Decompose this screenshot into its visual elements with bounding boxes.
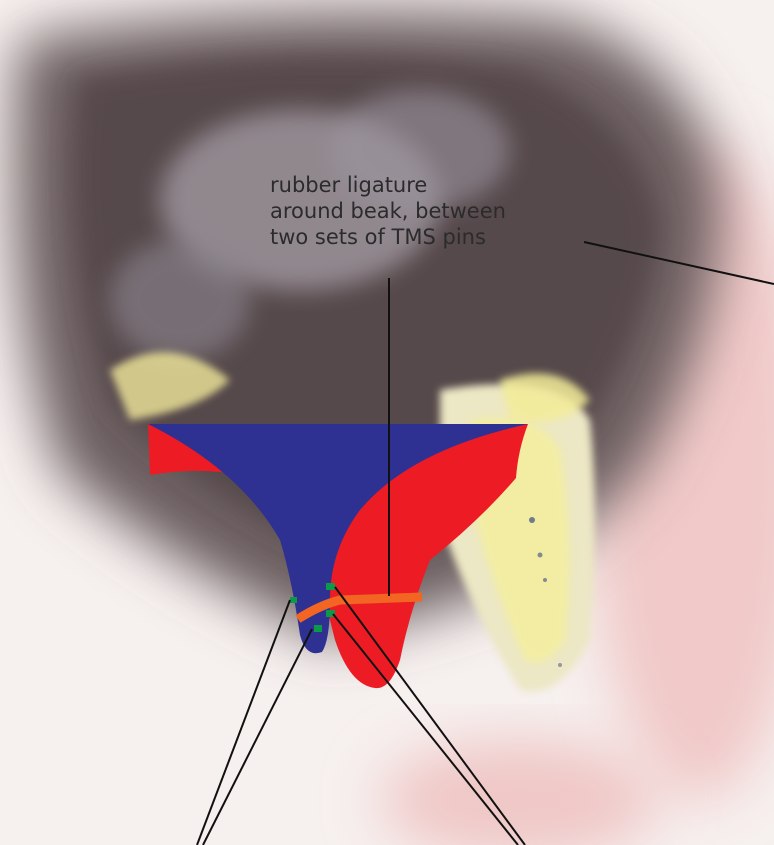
ligature-annotation: rubber ligature around beak, between two… xyxy=(270,172,590,250)
annotation-line-1: rubber ligature xyxy=(270,172,590,198)
tms-pin-marker xyxy=(290,597,297,603)
annotation-line-3: two sets of TMS pins xyxy=(270,224,590,250)
tms-pin-marker xyxy=(314,625,322,632)
tms-pin-marker xyxy=(326,583,335,590)
annotation-line-2: around beak, between xyxy=(270,198,590,224)
